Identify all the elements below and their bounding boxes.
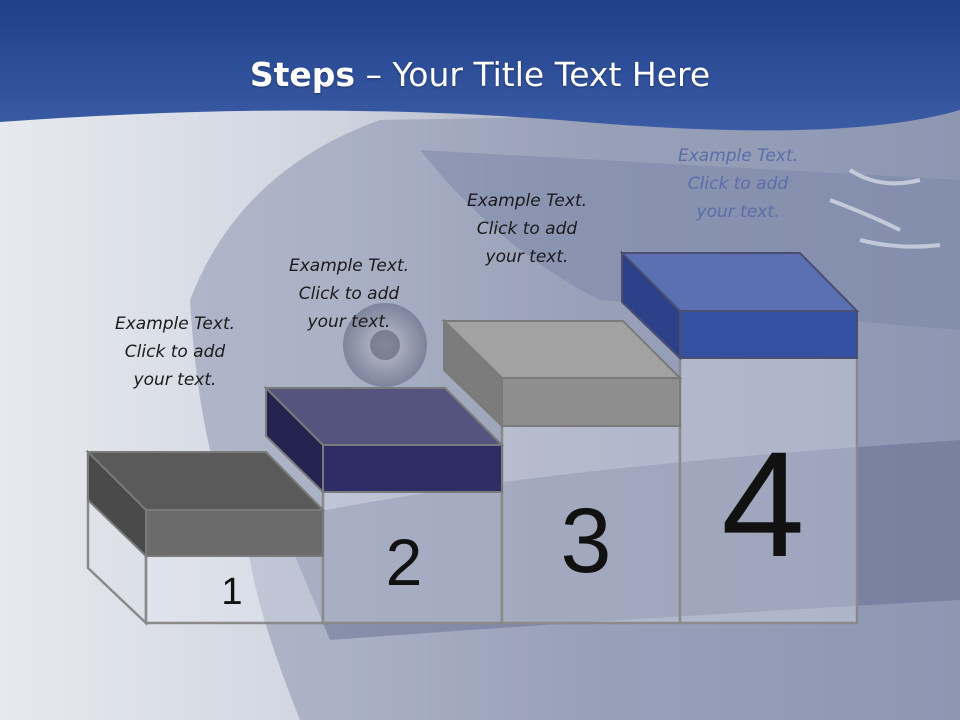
page-title[interactable]: Steps – Your Title Text Here: [0, 52, 960, 98]
step-number-3: 3: [560, 490, 611, 592]
step-block-4[interactable]: [619, 250, 860, 361]
step-caption-4[interactable]: Example Text. Click to add your text.: [638, 142, 838, 226]
step-block-1[interactable]: [85, 449, 326, 559]
caption-line: Click to add: [687, 174, 789, 194]
caption-line: Example Text.: [114, 314, 236, 334]
step-block-2[interactable]: [263, 385, 505, 495]
caption-line: Example Text.: [466, 191, 588, 211]
step-caption-3[interactable]: Example Text. Click to add your text.: [427, 187, 627, 271]
caption-line: Click to add: [298, 284, 400, 304]
step-block-3[interactable]: [441, 318, 683, 429]
title-bold: Steps: [249, 55, 356, 94]
caption-line: Example Text.: [677, 146, 799, 166]
caption-line: your text.: [133, 370, 217, 390]
step-number-1: 1: [221, 571, 242, 613]
step-face-4: [678, 354, 859, 625]
step-caption-1[interactable]: Example Text. Click to add your text.: [75, 310, 275, 394]
step-caption-2[interactable]: Example Text. Click to add your text.: [249, 252, 449, 336]
caption-line: your text.: [696, 202, 780, 222]
caption-line: your text.: [307, 312, 391, 332]
headlight-inner: [370, 330, 400, 360]
step-face-2: [321, 488, 504, 625]
car-scratch: [829, 168, 941, 249]
title-band: [0, 0, 960, 131]
caption-line: your text.: [485, 247, 569, 267]
title-rest: – Your Title Text Here: [355, 55, 711, 94]
caption-line: Click to add: [124, 342, 226, 362]
caption-line: Example Text.: [288, 256, 410, 276]
caption-line: Click to add: [476, 219, 578, 239]
step-number-4: 4: [721, 420, 804, 588]
step-number-2: 2: [386, 525, 423, 599]
